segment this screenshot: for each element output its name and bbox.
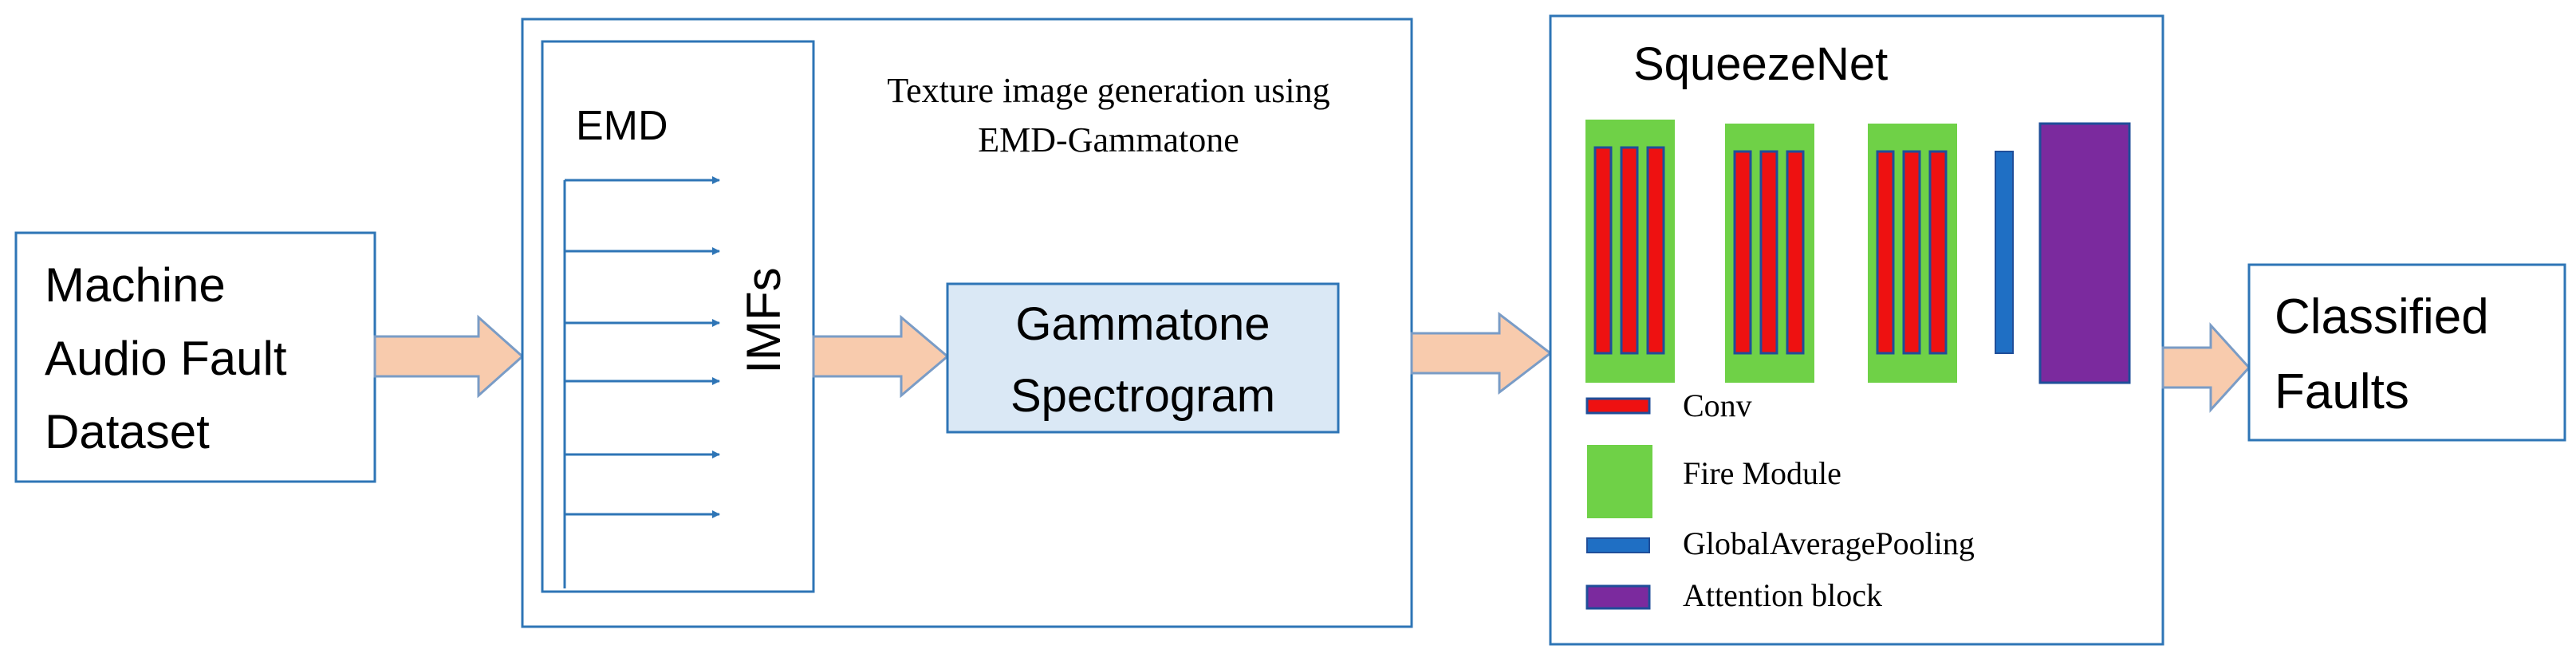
conv-layer (1928, 150, 1948, 355)
legend-conv-label: Conv (1683, 388, 1752, 423)
input-line-1: Machine (45, 258, 226, 312)
squeezenet-panel: SqueezeNet Conv (1549, 14, 2164, 646)
conv-layer (1786, 150, 1805, 355)
fire-module (1868, 124, 1957, 383)
flow-arrow-icon (2161, 322, 2251, 413)
legend-gap-label: GlobalAveragePooling (1683, 525, 1975, 561)
legend-attention-label: Attention block (1683, 577, 1882, 613)
conv-layer (1902, 150, 1921, 355)
texture-generation-panel: Texture image generation using EMD-Gamma… (521, 18, 1413, 628)
input-dataset-frame (14, 231, 376, 483)
legend-fire-label: Fire Module (1683, 455, 1841, 491)
output-line-1: Classified (2275, 289, 2489, 344)
imfs-label: IMFs (737, 267, 790, 373)
conv-layer (1759, 150, 1778, 355)
input-line-2: Audio Fault (45, 332, 287, 385)
conv-layer (1593, 146, 1613, 355)
output-faults-frame (2247, 263, 2566, 442)
output-faults-box: Classified Faults (2247, 263, 2566, 442)
conv-layer (1876, 150, 1895, 355)
spectrogram-line-2: Spectrogram (1010, 370, 1275, 422)
input-dataset-box: Machine Audio Fault Dataset (14, 231, 376, 483)
squeezenet-title: SqueezeNet (1633, 38, 1888, 90)
texture-caption-line-2: EMD-Gammatone (978, 120, 1239, 159)
legend-gap-swatch (1586, 537, 1650, 553)
spectrogram-line-1: Gammatone (1015, 298, 1270, 350)
gammatone-spectrogram-box: Gammatone Spectrogram (946, 282, 1340, 434)
spectrogram-frame (946, 282, 1340, 434)
legend-attention-swatch (1585, 584, 1651, 610)
flow-arrow-icon (373, 314, 525, 399)
fire-module (1725, 124, 1814, 383)
emd-box: EMD IMFs (541, 40, 815, 593)
attention-block (2038, 122, 2131, 384)
legend-conv-swatch (1585, 397, 1651, 415)
output-line-2: Faults (2275, 364, 2409, 419)
flow-arrow-icon (1410, 311, 1553, 395)
flow-arrow-icon (812, 314, 950, 399)
conv-layer (1733, 150, 1752, 355)
emd-frame (541, 40, 815, 593)
emd-label: EMD (576, 103, 668, 149)
legend: Conv Fire Module GlobalAveragePooling At… (1585, 388, 1975, 613)
fire-module (1585, 120, 1675, 383)
texture-caption-line-1: Texture image generation using (887, 71, 1329, 110)
legend-fire-swatch (1587, 445, 1652, 518)
conv-layer (1620, 146, 1639, 355)
global-average-pooling-block (1995, 151, 2014, 354)
input-line-3: Dataset (45, 405, 210, 458)
conv-layer (1646, 146, 1665, 355)
